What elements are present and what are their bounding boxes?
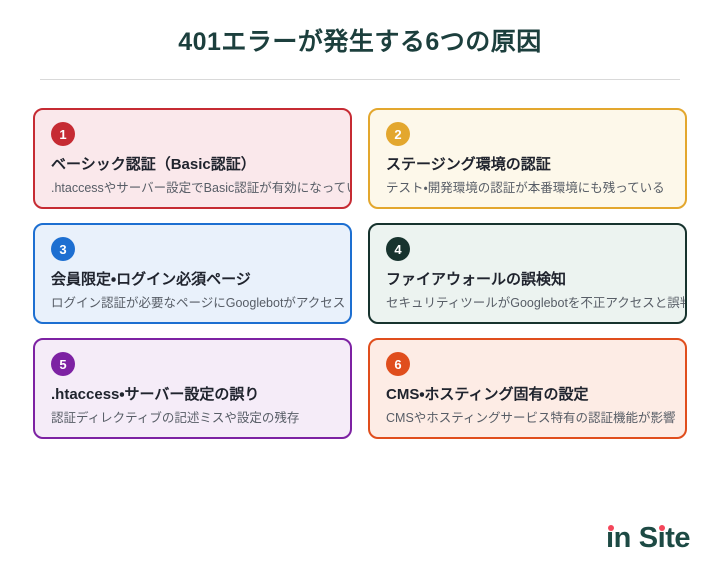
title-divider [40, 79, 680, 80]
page-title: 401エラーが発生する6つの原因 [178, 28, 542, 56]
card-title-5: .htaccess・サーバー設定の誤り [51, 386, 260, 403]
cause-card-5: 5 .htaccess・サーバー設定の誤り 認証ディレクティブの記述ミスや設定の… [33, 338, 352, 439]
number-badge-5: 5 [51, 352, 75, 376]
number-badge-2: 2 [386, 122, 410, 146]
card-description-5: 認証ディレクティブの記述ミスや設定の残存 [51, 410, 300, 425]
logo-letter-i-dotted: ı [606, 522, 614, 554]
card-title-6: CMS・ホスティング固有の設定 [386, 386, 589, 403]
logo-letters-te: te [665, 522, 690, 554]
cause-card-6: 6 CMS・ホスティング固有の設定 CMSやホスティングサービス特有の認証機能が… [368, 338, 687, 439]
number-badge-3: 3 [51, 237, 75, 261]
cause-card-4: 4 ファイアウォールの誤検知 セキュリティツールがGooglebotを不正アクセ… [368, 223, 687, 324]
cause-card-2: 2 ステージング環境の認証 テスト・開発環境の認証が本番環境にも残っている [368, 108, 687, 209]
card-description-6: CMSやホスティングサービス特有の認証機能が影響 [386, 410, 676, 425]
logo-letter-s: S [638, 522, 658, 554]
card-description-3: ログイン認証が必要なページにGooglebotがアクセス [51, 295, 346, 310]
cause-card-1: 1 ベーシック認証（Basic認証） .htaccessやサーバー設定でBasi… [33, 108, 352, 209]
number-badge-6: 6 [386, 352, 410, 376]
card-title-2: ステージング環境の認証 [386, 156, 551, 173]
card-description-4: セキュリティツールがGooglebotを不正アクセスと誤判定 [386, 295, 687, 310]
card-description-2: テスト・開発環境の認証が本番環境にも残っている [386, 180, 665, 195]
logo-letter-i-dotted: ı [657, 522, 666, 554]
card-title-4: ファイアウォールの誤検知 [386, 271, 567, 288]
logo-letter-n: n [613, 522, 632, 554]
causes-grid: 1 ベーシック認証（Basic認証） .htaccessやサーバー設定でBasi… [33, 108, 687, 439]
number-badge-4: 4 [386, 237, 410, 261]
number-badge-1: 1 [51, 122, 75, 146]
card-description-1: .htaccessやサーバー設定でBasic認証が有効になっている [51, 180, 352, 195]
card-title-3: 会員限定・ログイン必須ページ [51, 271, 251, 288]
card-title-1: ベーシック認証（Basic認証） [51, 156, 256, 173]
cause-card-3: 3 会員限定・ログイン必須ページ ログイン認証が必要なページにGooglebot… [33, 223, 352, 324]
